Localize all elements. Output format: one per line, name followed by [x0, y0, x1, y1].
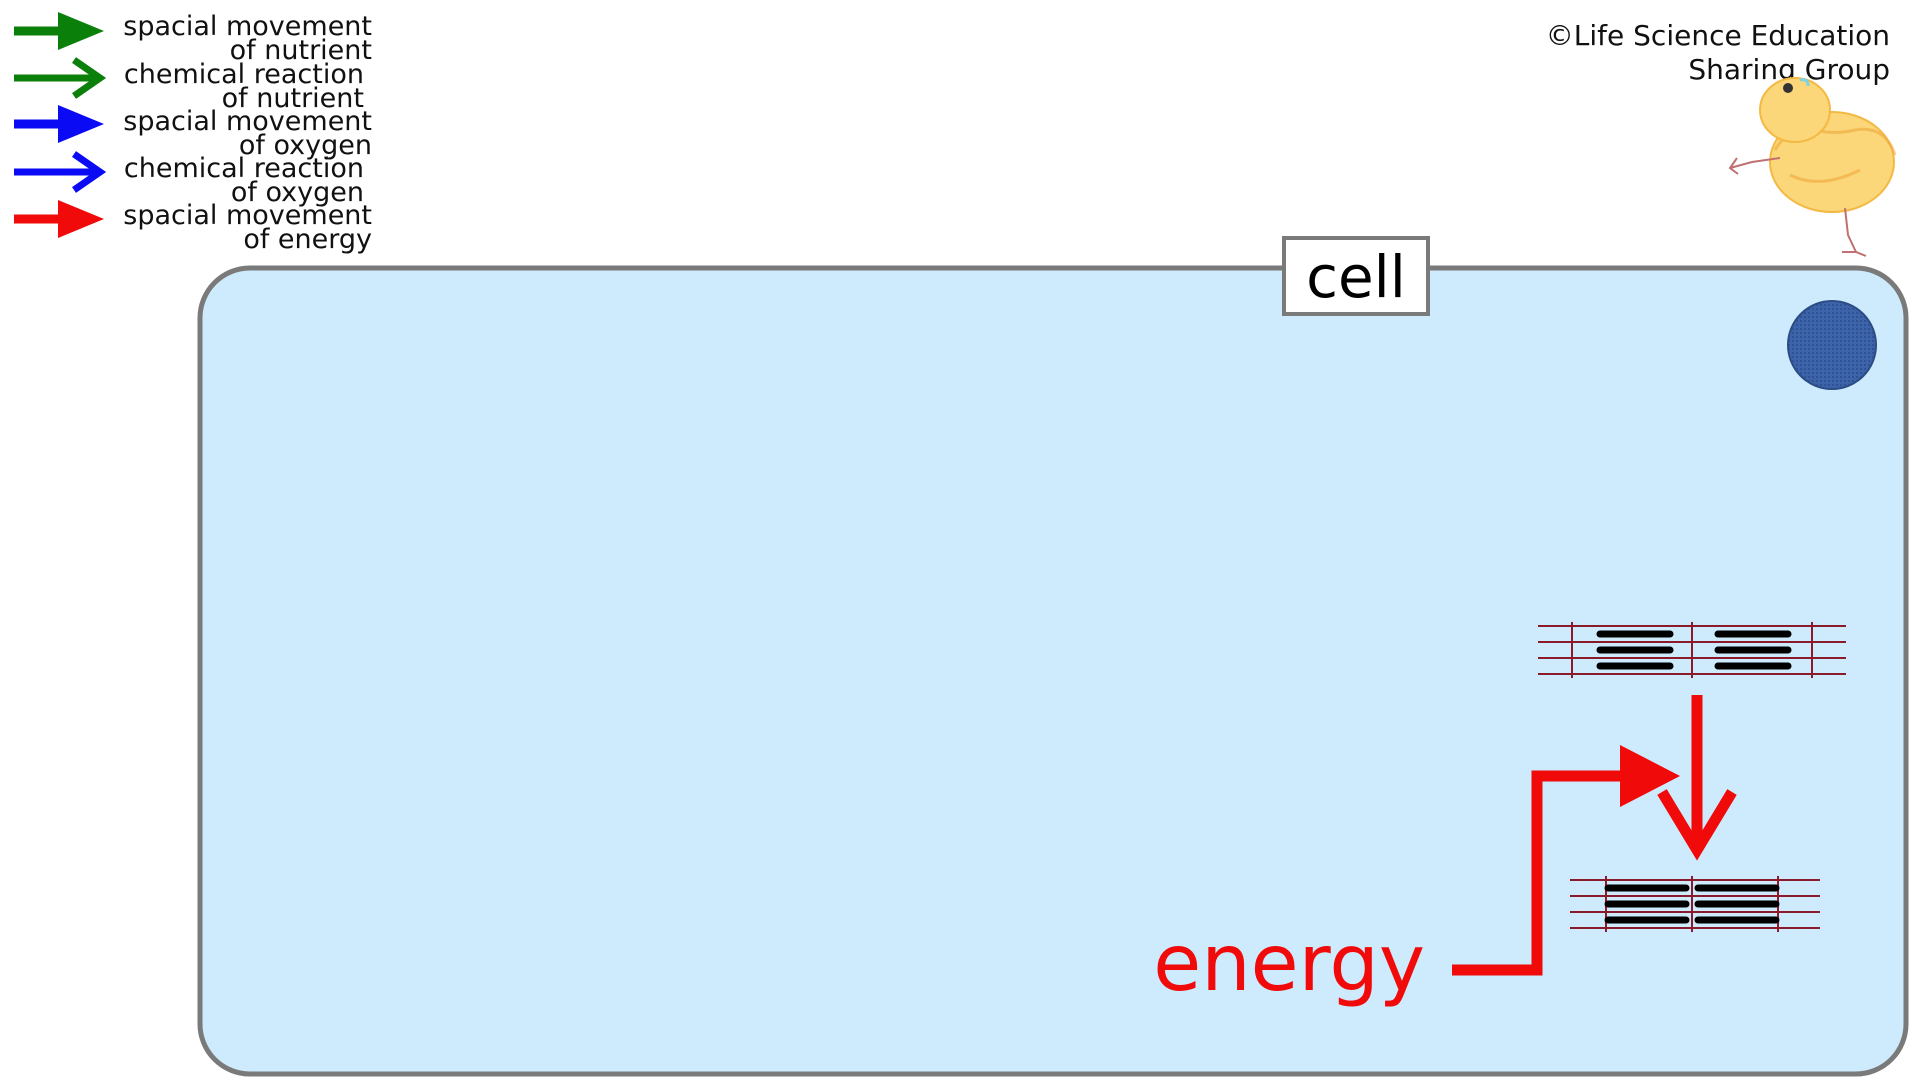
energy-flow-arrow-icon	[1452, 745, 1680, 976]
green-open-arrow-icon	[14, 57, 107, 99]
blue-filled-arrow-icon	[14, 105, 104, 143]
legend-label: spacial movement	[123, 106, 372, 137]
legend-label: of nutrient	[222, 83, 364, 114]
legend-item-oxygen-reaction: chemical reaction of oxygen	[14, 151, 364, 208]
cell-label-box: cell	[1282, 236, 1430, 316]
cell-membrane	[197, 265, 1909, 1077]
legend-item-oxygen-movement: spacial movement of oxygen	[14, 105, 372, 161]
legend-label: chemical reaction	[124, 59, 364, 90]
legend-label: of oxygen	[239, 130, 372, 161]
legend-item-energy-movement: spacial movement of energy	[14, 200, 372, 255]
legend-label: of nutrient	[230, 35, 372, 66]
green-filled-arrow-icon	[14, 12, 104, 50]
blue-open-arrow-icon	[14, 151, 107, 193]
muscle-fiber-contracted	[1570, 876, 1820, 932]
legend: spacial movement of nutrient chemical re…	[14, 11, 372, 255]
nucleus	[1787, 300, 1877, 390]
copyright: ©Life Science Education Sharing Group	[1546, 19, 1890, 86]
legend-label: chemical reaction	[124, 153, 364, 184]
legend-label: spacial movement	[123, 200, 372, 231]
legend-item-nutrient-movement: spacial movement of nutrient	[14, 11, 372, 66]
copyright-line: ©Life Science Education	[1546, 19, 1890, 52]
energy-label: energy	[1153, 919, 1425, 1009]
contraction-arrow-icon	[1657, 695, 1737, 861]
red-filled-arrow-icon	[14, 200, 104, 238]
legend-item-nutrient-reaction: chemical reaction of nutrient	[14, 57, 364, 114]
muscle-fiber-relaxed	[1538, 622, 1846, 678]
legend-label: spacial movement	[123, 11, 372, 42]
chick-mascot-icon	[1728, 77, 1897, 257]
cell: cell	[197, 236, 1909, 1077]
legend-label: of oxygen	[231, 177, 364, 208]
legend-label: of energy	[243, 224, 372, 255]
cell-label: cell	[1306, 243, 1406, 311]
